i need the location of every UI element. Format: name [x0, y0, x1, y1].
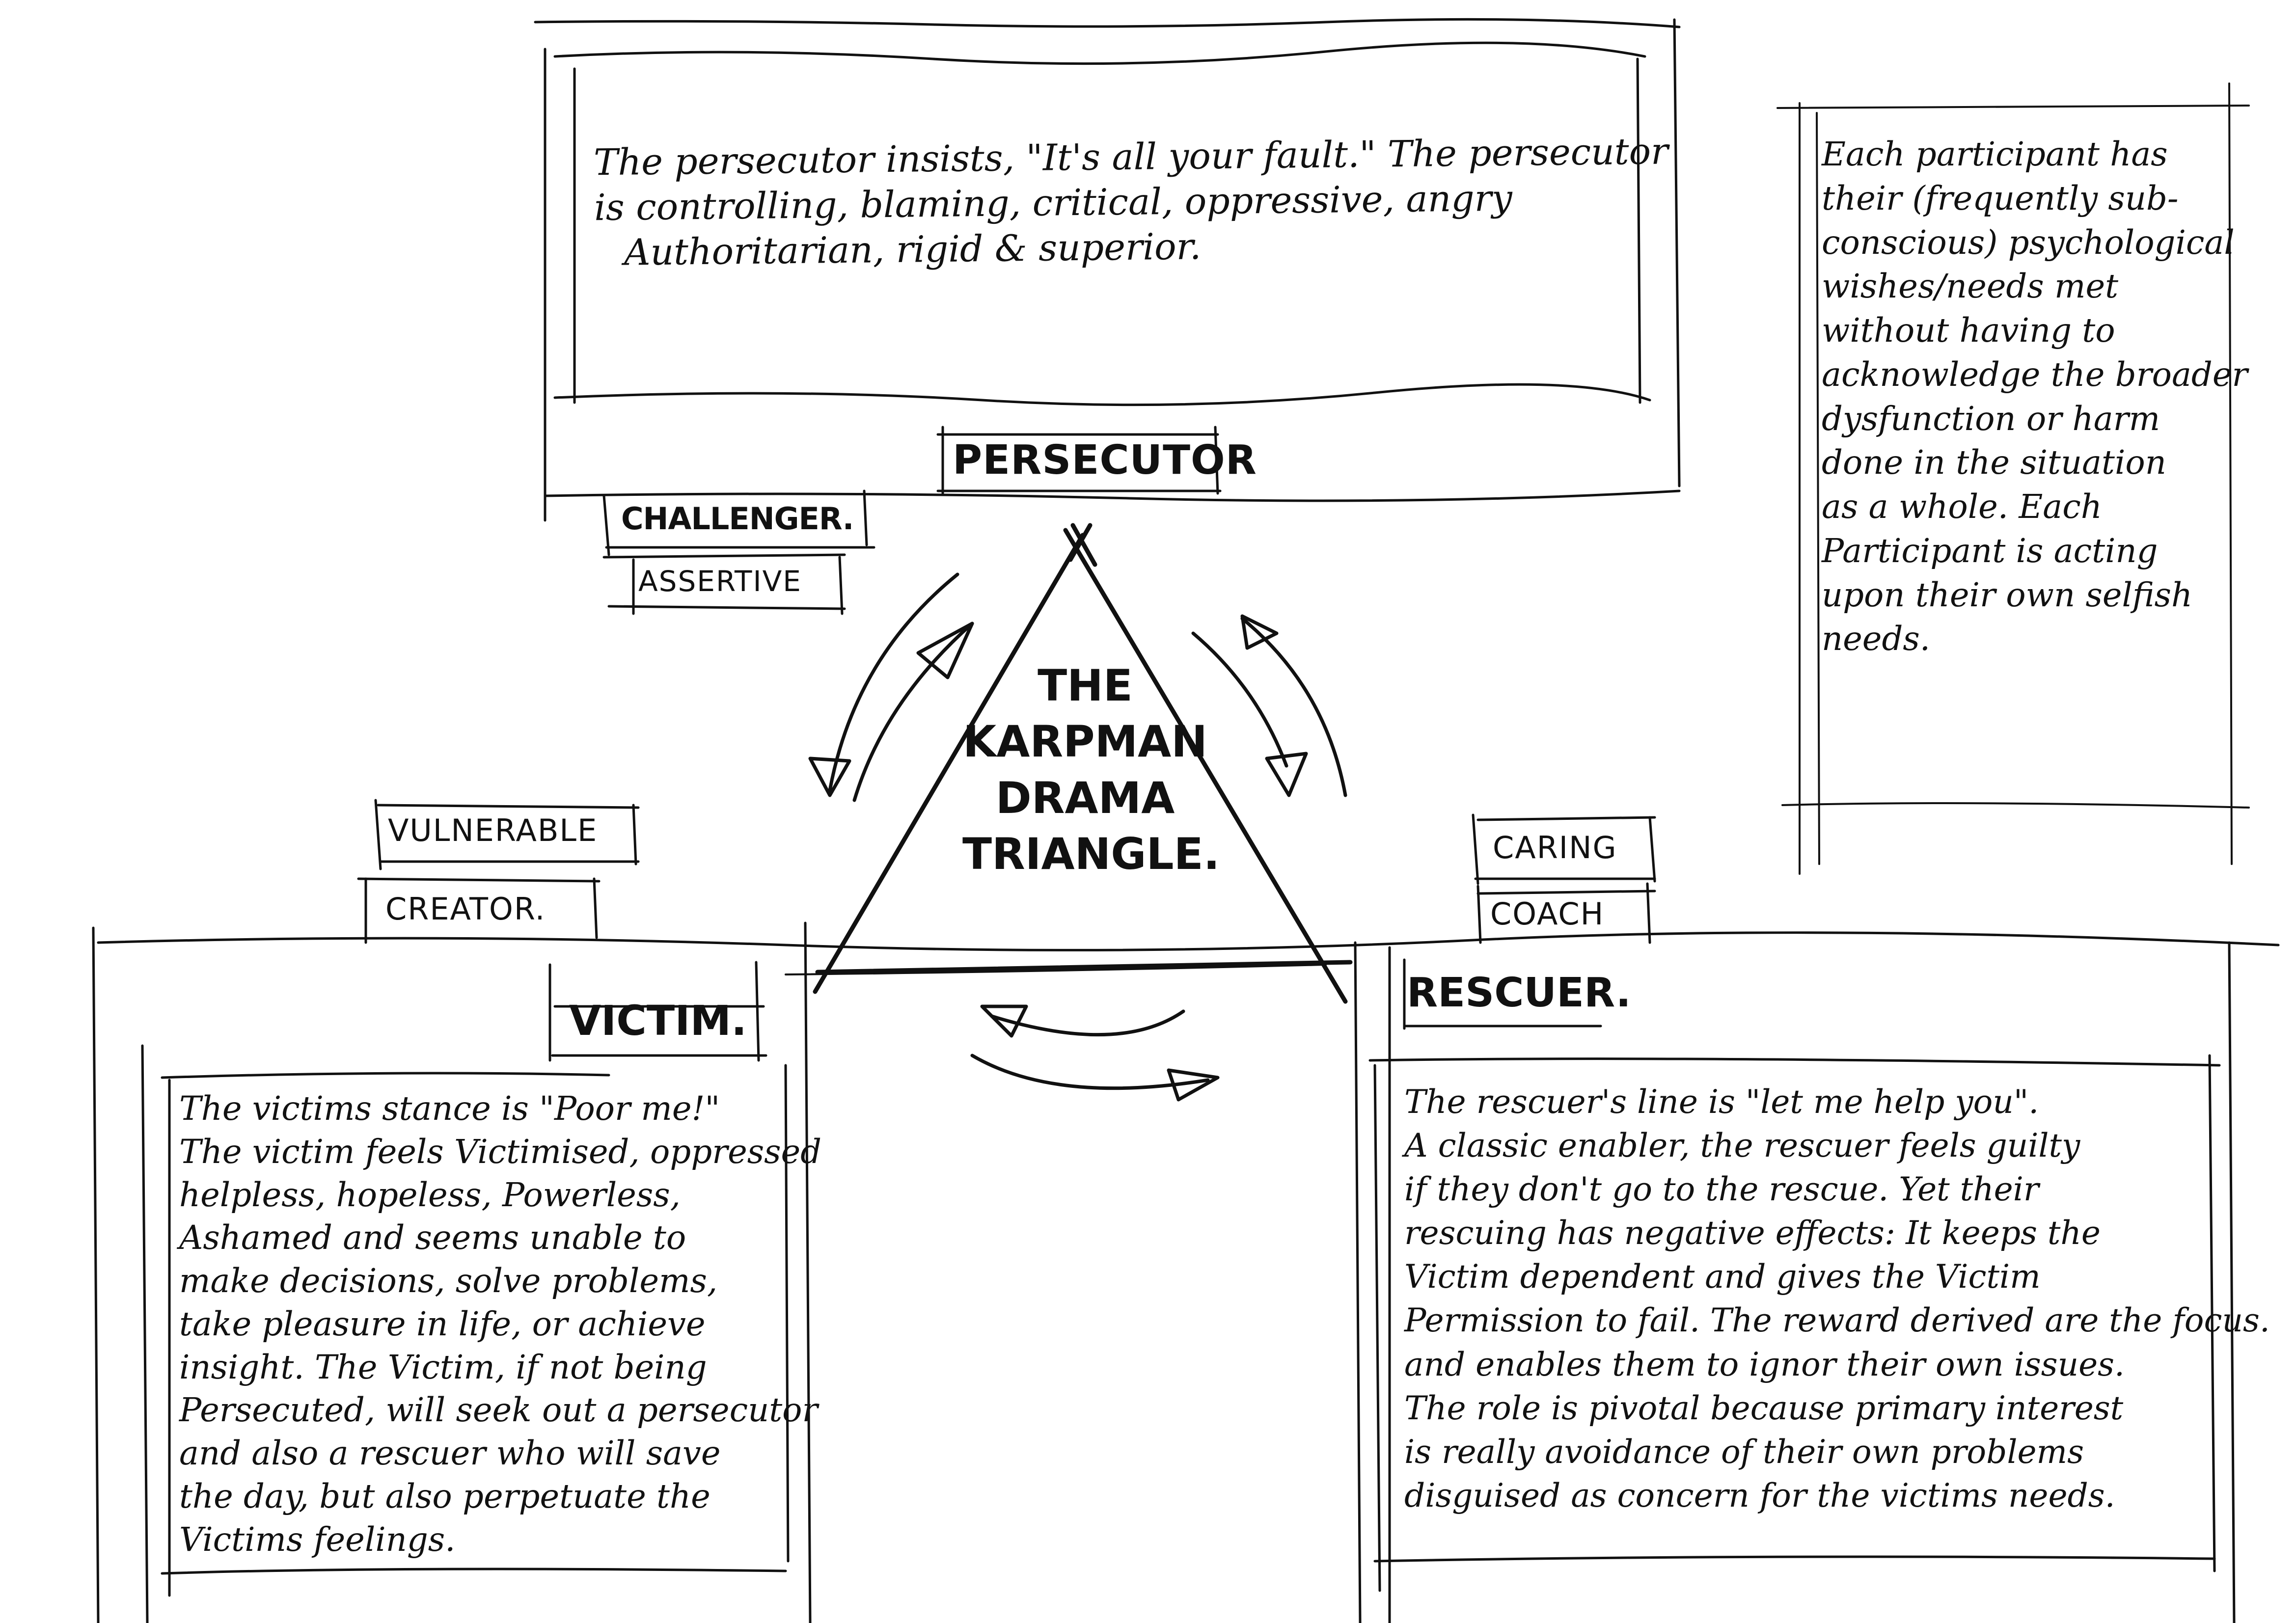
triangle-title-line-3: DRAMA: [995, 772, 1175, 823]
rescuer-label-boxes: [1472, 813, 1656, 944]
victim-description-line: helpless, hopeless, Powerless,: [179, 1175, 681, 1214]
persecutor-alt-label-assertive: ASSERTIVE: [638, 565, 802, 598]
side-note-line: needs.: [1822, 620, 1931, 658]
side-note-line: wishes/needs met: [1822, 267, 2119, 306]
rescuer-description-line: Permission to fail. The reward derived a…: [1404, 1301, 2270, 1340]
rescuer-label: RESCUER.: [1407, 970, 1631, 1016]
side-note-line: conscious) psychological: [1822, 223, 2235, 262]
persecutor-description: The persecutor insists, "It's all your f…: [594, 130, 1668, 276]
victim-description-line: Ashamed and seems unable to: [179, 1218, 686, 1257]
baseline-2: [785, 964, 1327, 975]
side-note-line: without having to: [1822, 311, 2115, 350]
victim-description-line: insight. The Victim, if not being: [179, 1348, 707, 1386]
side-note-line: Each participant has: [1822, 135, 2168, 173]
cycle-arrows: [808, 572, 1347, 1102]
persecutor-label: PERSECUTOR: [953, 437, 1257, 484]
side-note-line: as a whole. Each: [1822, 487, 2102, 526]
rescuer-description-line: disguised as concern for the victims nee…: [1404, 1476, 2115, 1515]
victim-description-line: take pleasure in life, or achieve: [179, 1304, 706, 1343]
side-note-line: upon their own selfish: [1822, 575, 2193, 614]
rescuer-description-line: A classic enabler, the rescuer feels gui…: [1404, 1127, 2080, 1165]
triangle-title-line-1: THE: [1038, 660, 1133, 711]
rescuer-alt-label-caring: CARING: [1493, 830, 1617, 866]
rescuer-description-line: rescuing has negative effects: It keeps …: [1404, 1214, 2101, 1252]
side-note-line: their (frequently sub-: [1822, 179, 2179, 217]
victim-alt-label-vulnerable: VULNERABLE: [388, 812, 598, 848]
victim-description-line: The victims stance is "Poor me!": [179, 1089, 720, 1128]
rescuer-description-line: The rescuer's line is "let me help you".: [1404, 1083, 2039, 1121]
rescuer-description-line: if they don't go to the rescue. Yet thei…: [1404, 1170, 2039, 1209]
triangle-title-line-4: TRIANGLE.: [962, 829, 1220, 880]
rescuer-alt-label-coach: COACH: [1490, 896, 1605, 932]
baseline: [97, 931, 2280, 951]
side-note: Each participant has their (frequently s…: [1822, 133, 2248, 661]
victim-description-line: and also a rescuer who will save: [179, 1434, 721, 1473]
victim-description-line: Victims feelings.: [179, 1520, 456, 1559]
victim-label-boxes: [357, 799, 640, 944]
rescuer-description-line: and enables them to ignor their own issu…: [1404, 1345, 2125, 1383]
victim-description-line: The victim feels Victimised, oppressed: [179, 1132, 822, 1171]
victim-description-line: Persecuted, will seek out a persecutor: [179, 1391, 818, 1430]
side-note-line: dysfunction or harm: [1822, 399, 2160, 438]
victim-description-line: make decisions, solve problems,: [179, 1262, 718, 1300]
side-note-line: Participant is acting: [1822, 531, 2158, 570]
victim-frame: [92, 921, 812, 1623]
persecutor-frame: [534, 18, 1681, 522]
rescuer-description-line: Victim dependent and gives the Victim: [1404, 1258, 2041, 1296]
persecutor-alt-label-challenger: CHALLENGER.: [621, 501, 854, 537]
victim-description-line: the day, but also perpetuate the: [179, 1477, 711, 1515]
persecutor-label-boxes: [602, 426, 1222, 615]
rescuer-description-line: The role is pivotal because primary inte…: [1404, 1389, 2124, 1427]
victim-description: The victims stance is "Poor me!" The vic…: [179, 1087, 822, 1561]
victim-alt-label-creator: CREATOR.: [385, 891, 546, 927]
rescuer-frame: [1354, 941, 2236, 1623]
side-note-line: done in the situation: [1822, 443, 2166, 482]
triangle-title-line-2: KARPMAN: [963, 716, 1207, 767]
rescuer-description: The rescuer's line is "let me help you".…: [1404, 1080, 2270, 1517]
rescuer-description-line: is really avoidance of their own problem…: [1404, 1433, 2084, 1471]
victim-label: VICTIM.: [569, 997, 747, 1045]
side-note-frame: [1777, 82, 2250, 875]
side-note-line: acknowledge the broader: [1822, 355, 2248, 394]
triangle-title: THE KARPMAN DRAMA TRIANGLE.: [962, 658, 1220, 883]
drama-triangle: [813, 523, 1353, 1004]
